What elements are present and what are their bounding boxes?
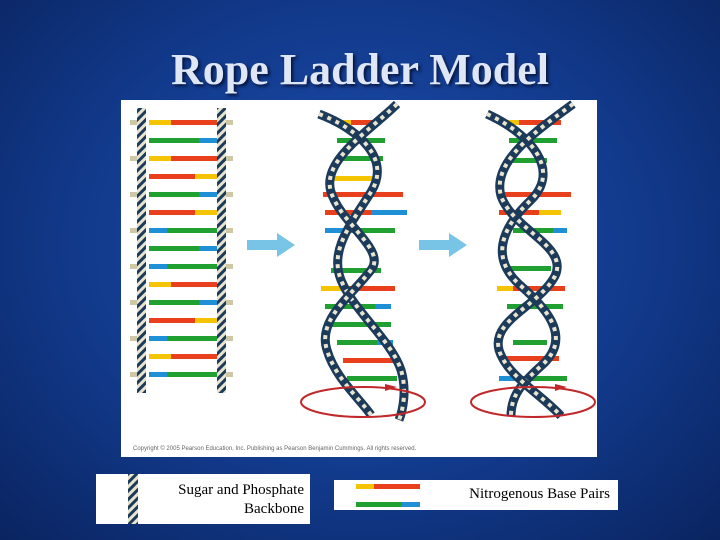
double-helix (470, 100, 596, 420)
rotation-ellipse-icon (470, 384, 596, 418)
slide-title: Rope Ladder Model (170, 45, 550, 94)
ladder-backbone-right (217, 108, 226, 393)
legend-base-pairs: Nitrogenous Base Pairs (334, 480, 618, 510)
ladder-rungs (149, 120, 217, 377)
legend-backbone-line1: Sugar and Phosphate (178, 482, 304, 498)
striped-strand-icon (128, 474, 138, 524)
twisting-helix (300, 100, 426, 422)
legend-base-pairs-label: Nitrogenous Base Pairs (469, 486, 610, 502)
legend-backbone: Sugar and Phosphate Backbone (96, 474, 310, 524)
copyright-notice: Copyright © 2005 Pearson Education, Inc.… (133, 446, 417, 452)
helix3-backbone-b (493, 100, 576, 420)
rotation-ellipse-icon (300, 384, 426, 418)
dna-figure: Copyright © 2005 Pearson Education, Inc.… (121, 100, 597, 457)
base-pair-bars-icon (356, 484, 420, 507)
dna-illustration (130, 100, 596, 422)
ladder-backbone-left (137, 108, 146, 393)
legend-backbone-line2: Backbone (244, 501, 304, 517)
right-arrow-icon (419, 233, 467, 257)
right-arrow-icon (247, 233, 295, 257)
straight-ladder (130, 108, 233, 393)
legend-backbone-label: Sugar and Phosphate Backbone (178, 481, 304, 519)
